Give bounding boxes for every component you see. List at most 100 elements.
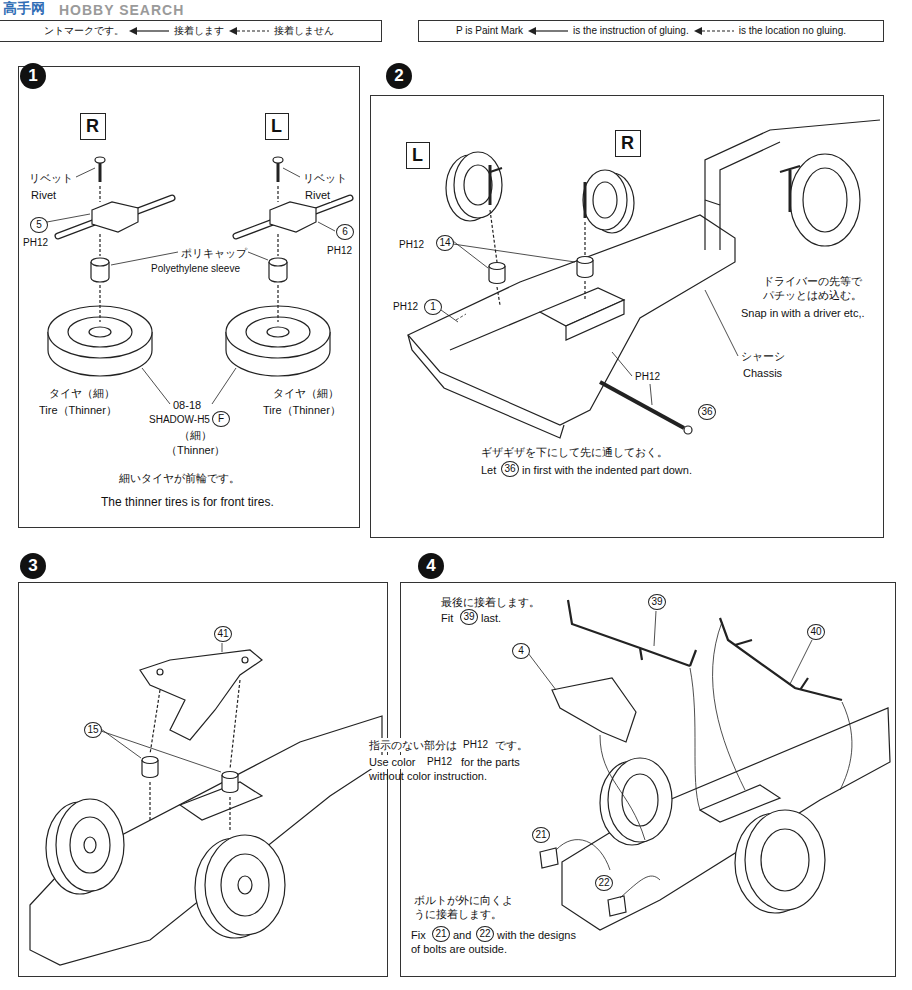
rear-wheel <box>489 263 505 270</box>
label: Tire（Thinner） <box>38 403 118 417</box>
callout-number: 21 <box>432 926 450 942</box>
body-parts <box>608 896 626 916</box>
leader-line <box>283 168 300 177</box>
leader-line <box>248 252 268 260</box>
leader-line <box>47 214 90 222</box>
rear-wheel <box>497 287 500 305</box>
arrow-head <box>229 27 237 35</box>
glue-arrow <box>129 26 169 36</box>
label: タイヤ（細） <box>272 386 340 400</box>
label: PH12 <box>392 300 419 314</box>
label: 指示のない部分は <box>368 738 458 752</box>
chassis <box>450 312 540 350</box>
body-parts <box>540 600 842 916</box>
callout-number: F <box>212 411 230 427</box>
legend-text: 接着しません <box>274 24 334 38</box>
leader-line <box>654 611 656 646</box>
label: Fit <box>440 611 454 625</box>
side-tag: L <box>406 142 430 169</box>
arrow-line <box>137 30 169 31</box>
rear-wheel <box>584 281 585 300</box>
detail-view <box>720 142 780 250</box>
rear-wheel <box>490 210 497 262</box>
side-tag: R <box>615 130 641 157</box>
label: リベット <box>28 171 74 185</box>
leader-line <box>528 611 852 898</box>
chassis <box>221 854 269 916</box>
side-letter: R <box>621 132 635 154</box>
rear-wheel <box>490 168 502 172</box>
leader-line <box>650 384 652 405</box>
front-wheel-assembly <box>58 222 95 236</box>
front-wheel-assembly <box>58 222 95 236</box>
step-number: 3 <box>20 553 46 579</box>
part-41 <box>222 772 238 779</box>
part-41 <box>149 782 150 820</box>
label: Polyethylene sleeve <box>150 262 241 276</box>
part-41 <box>242 657 248 663</box>
rear-wheel <box>583 170 627 230</box>
chassis <box>408 215 735 425</box>
part-41 <box>157 669 163 675</box>
chassis <box>566 300 624 340</box>
legend-box: ントマークです。接着します接着しません <box>0 20 382 42</box>
callout-number: 14 <box>436 235 454 251</box>
rear-wheel <box>593 182 617 218</box>
callout-number: 15 <box>84 722 102 738</box>
side-letter: L <box>412 144 424 166</box>
leader-line <box>76 168 95 177</box>
watermark: 高手网 <box>2 1 46 15</box>
part-41 <box>150 690 160 754</box>
glue-arrow <box>694 26 734 36</box>
detail-view <box>789 170 792 212</box>
body-parts <box>552 678 636 742</box>
side-tag: L <box>265 113 289 140</box>
label: 細いタイヤが前輪です。 <box>118 471 241 485</box>
leader-line <box>101 731 221 772</box>
legend-box: P is Paint Markis the instruction of glu… <box>418 20 884 42</box>
chassis <box>205 835 285 935</box>
leader-line <box>318 222 335 231</box>
chassis <box>562 708 890 930</box>
chassis <box>30 716 382 965</box>
part-41 <box>229 797 230 830</box>
legend-text: 接着します <box>174 24 224 38</box>
step-panel: 3 <box>18 582 388 977</box>
leader-line <box>556 840 610 870</box>
leader-line <box>212 368 236 404</box>
label: PH12 <box>426 755 453 769</box>
arrow-line <box>702 30 734 31</box>
chassis <box>562 708 890 930</box>
label: ギザギザを下にして先に通しておく。 <box>480 445 669 459</box>
part-41 <box>142 757 158 764</box>
chassis <box>70 817 110 873</box>
rear-wheel <box>464 165 492 205</box>
chassis <box>600 382 684 428</box>
callout-number: 39 <box>460 609 478 625</box>
arrow-line <box>536 30 568 31</box>
front-wheel-assembly <box>95 157 105 163</box>
legend-text: is the location no gluing. <box>739 24 846 38</box>
front-wheel-assembly <box>91 258 109 266</box>
label: です。 <box>494 738 529 752</box>
leader-line <box>456 314 466 320</box>
leader-line <box>101 643 222 772</box>
leader-line <box>47 168 335 404</box>
leader-line <box>690 668 700 810</box>
label: （Thinner） <box>165 443 226 457</box>
front-wheel-assembly <box>92 202 138 232</box>
label: PH12 <box>326 244 353 258</box>
leader-line <box>612 352 632 376</box>
side-letter: L <box>271 115 283 137</box>
label: PH12 <box>462 738 489 752</box>
part-41 <box>230 680 240 769</box>
front-wheel-assembly <box>99 162 102 182</box>
label: in first with the indented part down. <box>521 463 693 477</box>
callout-number: 39 <box>648 594 666 610</box>
body-parts <box>720 618 842 700</box>
label: ポリキャップ <box>180 246 248 260</box>
detail-view <box>705 200 720 205</box>
label: Use color <box>368 755 416 769</box>
body-parts <box>568 600 696 666</box>
